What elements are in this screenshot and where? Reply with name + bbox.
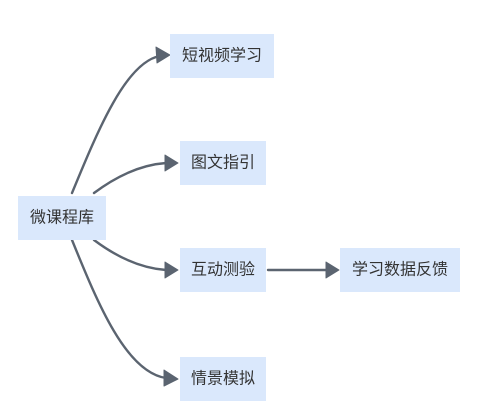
edge-root-to-graphic-guide xyxy=(92,161,168,195)
node-short-video-label: 短视频学习 xyxy=(182,46,262,65)
arrow-graphic-guide xyxy=(164,154,179,172)
arrow-feedback xyxy=(325,261,340,279)
node-graphic-guide: 图文指引 xyxy=(180,141,266,185)
node-interactive-quiz: 互动测验 xyxy=(180,248,266,292)
edge-root-to-short-video xyxy=(70,54,162,195)
arrow-scenario-sim xyxy=(163,369,179,387)
node-interactive-quiz-label: 互动测验 xyxy=(191,260,255,279)
arrow-short-video xyxy=(155,46,171,64)
node-learning-feedback-label: 学习数据反馈 xyxy=(352,260,448,279)
node-root-label: 微课程库 xyxy=(30,208,94,227)
node-scenario-sim: 情景模拟 xyxy=(180,357,266,401)
node-graphic-guide-label: 图文指引 xyxy=(191,153,255,172)
edge-root-to-interactive-quiz xyxy=(92,238,168,272)
node-learning-feedback: 学习数据反馈 xyxy=(340,248,460,292)
arrow-interactive-quiz xyxy=(164,261,179,279)
node-scenario-sim-label: 情景模拟 xyxy=(191,369,255,388)
node-short-video: 短视频学习 xyxy=(170,34,274,78)
edges xyxy=(70,46,340,387)
node-root: 微课程库 xyxy=(18,196,106,240)
edge-root-to-scenario-sim xyxy=(70,238,168,380)
